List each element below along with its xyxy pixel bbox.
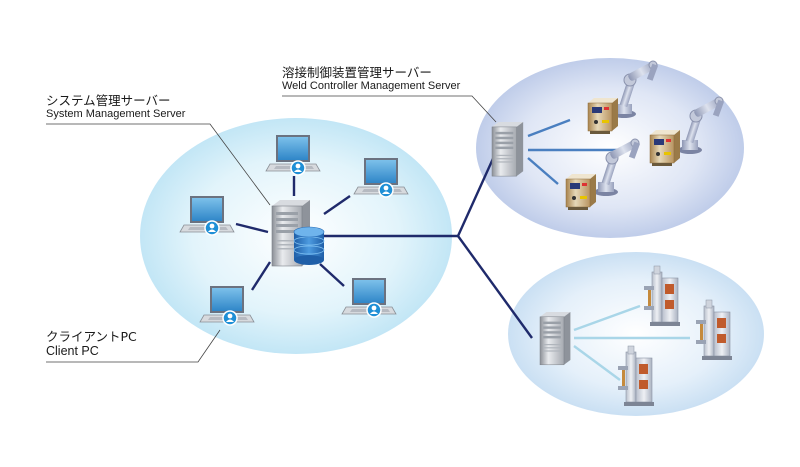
user-icon	[378, 182, 394, 198]
robot-links	[527, 118, 620, 185]
client-label-en: Client PC	[46, 344, 99, 359]
label-leader-system-server	[46, 123, 271, 206]
spot-links	[573, 304, 690, 381]
spot-welding-zone	[508, 252, 764, 416]
system-server-label: システム管理サーバー System Management Server	[46, 93, 186, 121]
robot-welding-zone	[476, 58, 744, 238]
system-server-label-en: System Management Server	[46, 108, 186, 121]
user-icon	[222, 310, 238, 326]
database-icon	[293, 226, 325, 265]
label-leader-weld-server	[282, 95, 497, 123]
weld-server-label-en: Weld Controller Management Server	[282, 80, 461, 93]
weld-controller-icon	[649, 129, 681, 167]
weld-server-label: 溶接制御装置管理サーバー Weld Controller Management …	[282, 65, 461, 93]
system-management-server	[271, 199, 325, 267]
system-server-label-jp: システム管理サーバー	[46, 93, 171, 108]
user-icon	[290, 160, 306, 176]
weld-controller-icon	[565, 173, 597, 211]
weld-controller-management-server	[491, 121, 524, 177]
user-icon	[366, 302, 382, 318]
spot-welder-server	[539, 311, 571, 366]
weld-controller-icon	[587, 97, 619, 135]
backbone-links	[320, 151, 533, 339]
client-label: クライアントPC Client PC	[46, 329, 137, 359]
label-leader-client	[46, 329, 221, 363]
client-links	[235, 176, 351, 291]
user-icon	[204, 220, 220, 236]
client-label-jp: クライアントPC	[46, 329, 137, 344]
weld-server-label-jp: 溶接制御装置管理サーバー	[282, 65, 432, 80]
